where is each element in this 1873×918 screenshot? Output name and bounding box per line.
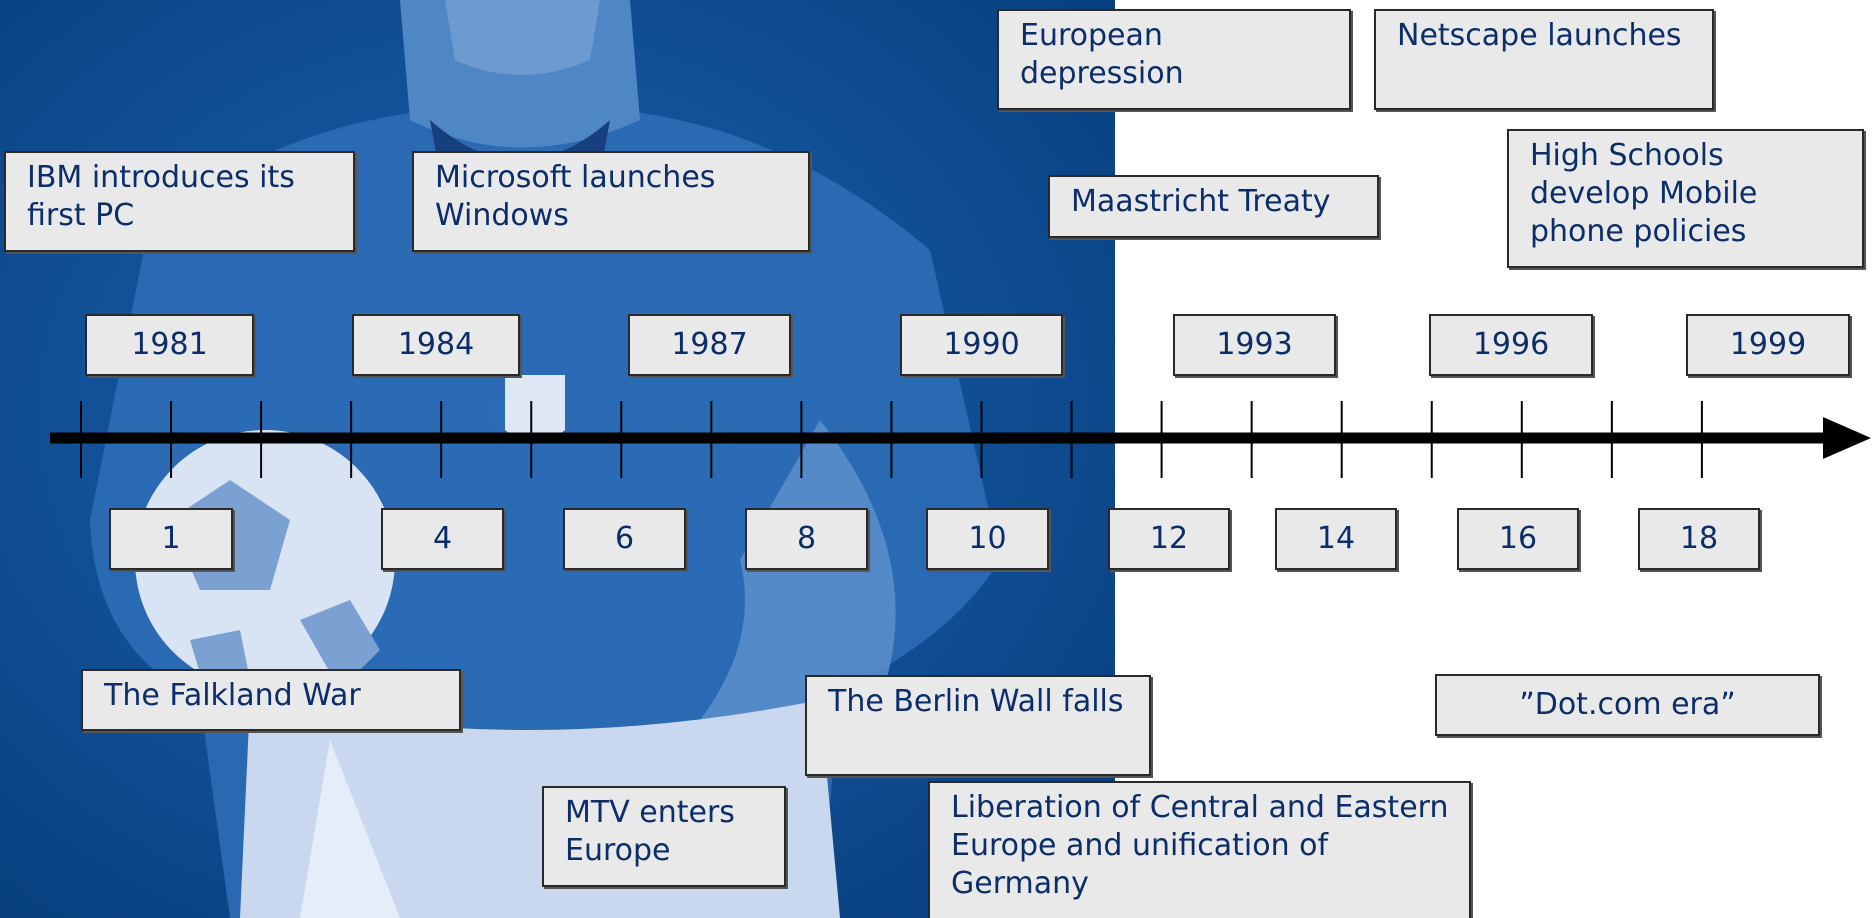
event-european-depression: European depression [997, 9, 1351, 110]
age-label-6: 6 [563, 508, 686, 570]
event-microsoft-windows: Microsoft launches Windows [412, 151, 810, 252]
age-label-10: 10 [926, 508, 1049, 570]
event-maastricht-treaty: Maastricht Treaty [1048, 175, 1379, 238]
age-label-4: 4 [381, 508, 504, 570]
event-netscape-launches: Netscape launches [1374, 9, 1714, 110]
event-berlin-wall-falls: The Berlin Wall falls [805, 675, 1151, 776]
age-label-1: 1 [109, 508, 233, 570]
year-label-1984: 1984 [352, 314, 520, 376]
event-high-schools-mobile-policies: High Schools develop Mobile phone polici… [1507, 129, 1864, 268]
year-label-1999: 1999 [1686, 314, 1850, 376]
timeline-arrowhead [1823, 417, 1871, 459]
year-label-1993: 1993 [1173, 314, 1336, 376]
age-label-18: 18 [1638, 508, 1760, 570]
event-mtv-enters-europe: MTV enters Europe [542, 786, 786, 887]
event-falkland-war: The Falkland War [81, 669, 461, 731]
year-label-1990: 1990 [900, 314, 1063, 376]
year-label-1996: 1996 [1429, 314, 1593, 376]
year-label-1981: 1981 [85, 314, 254, 376]
age-label-8: 8 [745, 508, 868, 570]
event-dotcom-era: ”Dot.com era” [1435, 674, 1820, 736]
year-label-1987: 1987 [628, 314, 791, 376]
age-label-16: 16 [1457, 508, 1579, 570]
age-label-12: 12 [1108, 508, 1230, 570]
event-liberation-germany: Liberation of Central and Eastern Europe… [928, 781, 1471, 918]
event-ibm-first-pc: IBM introduces its first PC [4, 151, 355, 252]
age-label-14: 14 [1275, 508, 1397, 570]
